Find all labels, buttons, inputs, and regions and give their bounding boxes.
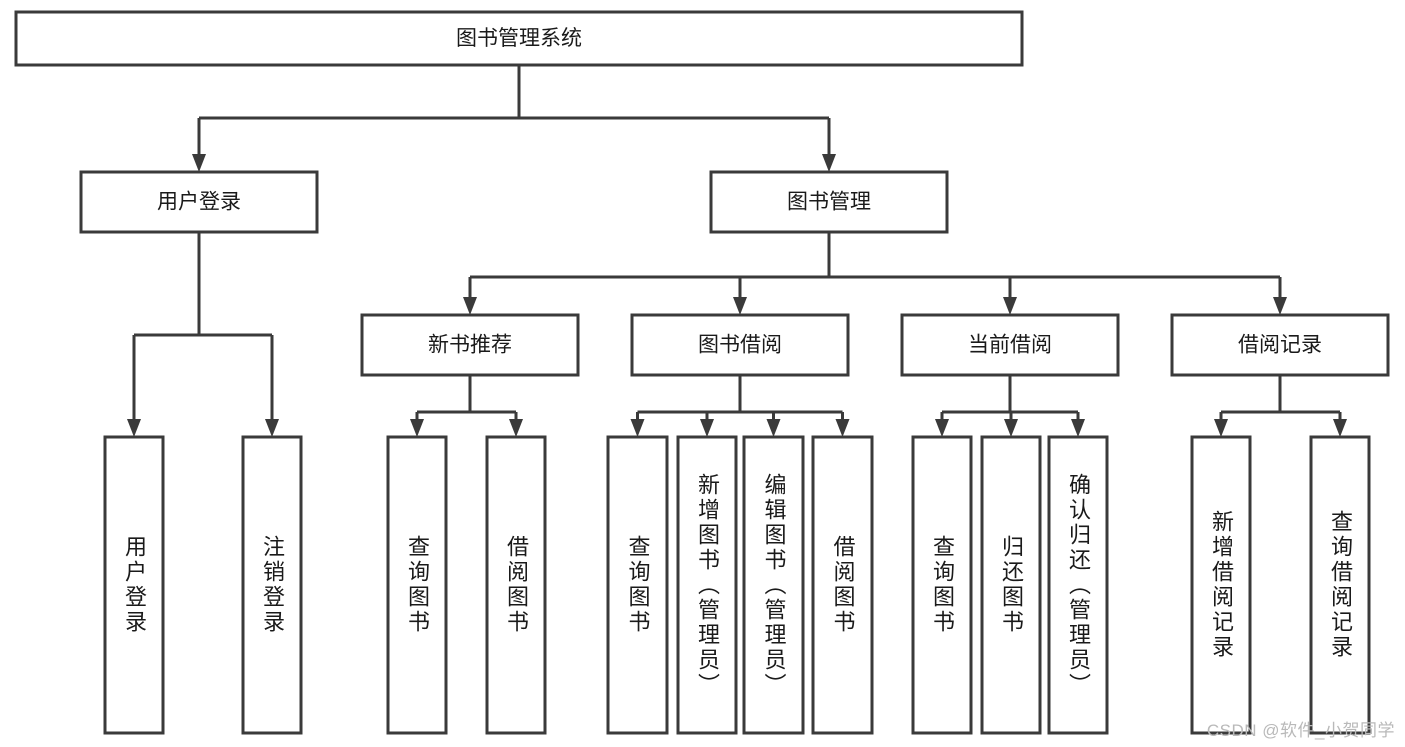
leaf-leaf-query-book-cur-rect[interactable]: [911, 435, 973, 735]
leaf-leaf-add-book-admin-rect[interactable]: [676, 435, 738, 735]
leaf-leaf-confirm-return[interactable]: [1047, 435, 1109, 735]
node-borrow-record-rect[interactable]: [1170, 313, 1390, 377]
leaf-leaf-borrow-book-rec[interactable]: [485, 435, 547, 735]
leaf-leaf-add-borrow-rec-rect[interactable]: [1190, 435, 1252, 735]
node-borrow-record[interactable]: 借阅记录: [1170, 313, 1390, 377]
leaf-leaf-query-book[interactable]: [606, 435, 669, 735]
leaf-leaf-user-login[interactable]: [103, 435, 165, 735]
leaf-leaf-return-book-rect[interactable]: [980, 435, 1042, 735]
leaf-leaf-query-book-rec-rect[interactable]: [386, 435, 448, 735]
watermark-text: CSDN @软件_小贺同学: [1206, 721, 1395, 740]
leaf-leaf-borrow-book-rec-rect[interactable]: [485, 435, 547, 735]
leaf-leaf-logout-login[interactable]: [241, 435, 303, 735]
connector-layer: [127, 65, 1347, 437]
leaf-leaf-query-book-cur[interactable]: [911, 435, 973, 735]
node-borrow-record-label: 借阅记录: [1238, 334, 1322, 357]
node-new-book-rec[interactable]: 新书推荐: [360, 313, 580, 377]
node-book-manage[interactable]: 图书管理: [709, 170, 949, 234]
node-current-borrow-rect[interactable]: [900, 313, 1120, 377]
node-book-borrow-label: 图书借阅: [698, 334, 782, 357]
node-current-borrow[interactable]: 当前借阅: [900, 313, 1120, 377]
node-book-borrow-rect[interactable]: [630, 313, 850, 377]
leaf-leaf-confirm-return-rect[interactable]: [1047, 435, 1109, 735]
leaf-leaf-add-borrow-rec[interactable]: [1190, 435, 1252, 735]
leaf-leaf-logout-login-rect[interactable]: [241, 435, 303, 735]
node-new-book-rec-label: 新书推荐: [428, 334, 512, 357]
leaf-leaf-query-borrow-rec-rect[interactable]: [1309, 435, 1371, 735]
node-title-rect[interactable]: [14, 10, 1024, 67]
node-user-login[interactable]: 用户登录: [79, 170, 319, 234]
leaf-leaf-add-book-admin[interactable]: [676, 435, 738, 735]
node-title[interactable]: 图书管理系统: [14, 10, 1024, 67]
leaf-leaf-query-book-rect[interactable]: [606, 435, 669, 735]
leaf-leaf-query-book-rec[interactable]: [386, 435, 448, 735]
node-current-borrow-label: 当前借阅: [968, 334, 1052, 357]
node-book-borrow[interactable]: 图书借阅: [630, 313, 850, 377]
node-user-login-rect[interactable]: [79, 170, 319, 234]
leaf-leaf-edit-book-admin[interactable]: [742, 435, 805, 735]
node-book-manage-rect[interactable]: [709, 170, 949, 234]
node-user-login-label: 用户登录: [157, 191, 241, 214]
leaf-leaf-query-borrow-rec[interactable]: [1309, 435, 1371, 735]
leaf-leaf-edit-book-admin-rect[interactable]: [742, 435, 805, 735]
leaf-leaf-borrow-book-rect[interactable]: [811, 435, 874, 735]
node-new-book-rec-rect[interactable]: [360, 313, 580, 377]
leaf-leaf-return-book[interactable]: [980, 435, 1042, 735]
node-title-label: 图书管理系统: [456, 27, 582, 50]
leaf-leaf-borrow-book[interactable]: [811, 435, 874, 735]
node-book-manage-label: 图书管理: [787, 191, 871, 214]
leaf-leaf-user-login-rect[interactable]: [103, 435, 165, 735]
